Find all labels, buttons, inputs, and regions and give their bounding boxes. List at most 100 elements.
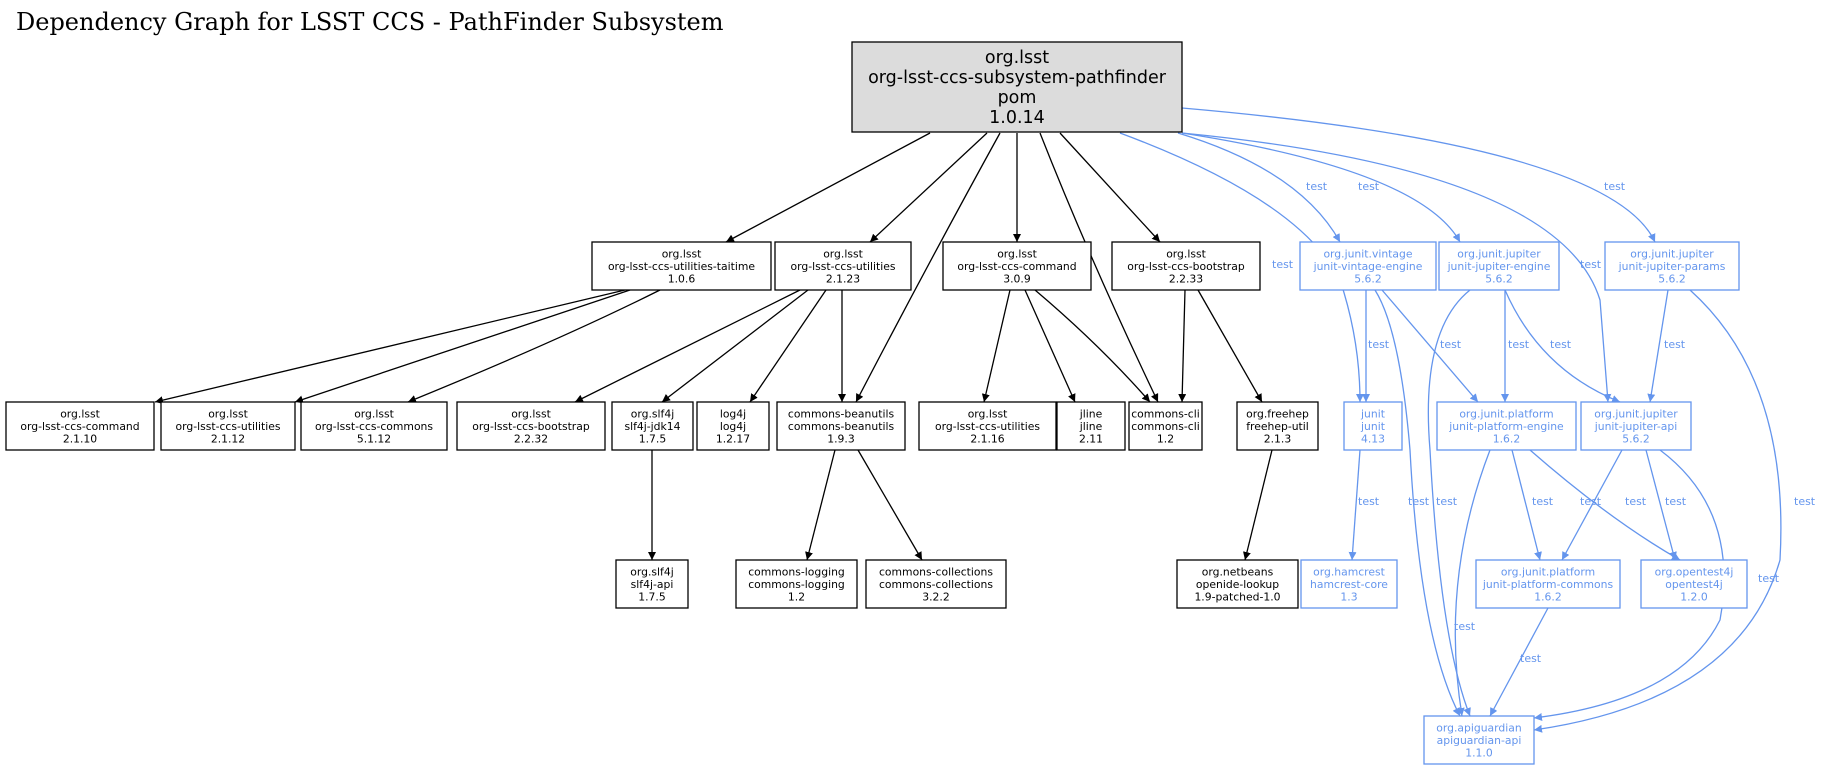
node-platformcommons: org.junit.platformjunit-platform-commons… <box>1475 559 1621 609</box>
edge-vintage-to-platformengine <box>1381 289 1479 403</box>
node-utilities2123-line-0: org.lsst <box>823 247 863 260</box>
node-beanutils-line-0: commons-beanutils <box>788 407 895 420</box>
node-box-collections <box>865 559 1007 609</box>
node-vintage-line-0: org.junit.vintage <box>1323 247 1412 260</box>
node-root-line-1: org-lsst-ccs-subsystem-pathfinder <box>868 68 1167 88</box>
node-freehep-line-1: freehep-util <box>1246 420 1309 433</box>
edge-command309-to-commonscli <box>1034 289 1151 403</box>
edge-jupiterparams-to-jupiterapi <box>1647 289 1669 403</box>
node-openide-line-0: org.netbeans <box>1202 565 1274 578</box>
node-box-platformcommons <box>1475 559 1621 609</box>
node-box-jupiterengine <box>1438 241 1560 291</box>
node-log4j-line-0: log4j <box>720 407 746 420</box>
node-command2110-line-2: 2.1.10 <box>63 432 97 445</box>
node-root-line-3: 1.0.14 <box>989 108 1045 128</box>
node-platformengine-line-0: org.junit.platform <box>1459 407 1553 420</box>
node-utilities2112-line-2: 2.1.12 <box>211 432 245 445</box>
node-jupiterengine-line-0: org.junit.jupiter <box>1457 247 1541 260</box>
edge-bootstrap2233-to-freehep <box>1197 289 1263 403</box>
edge-label-vintage-to-apiguardian: test <box>1408 495 1430 508</box>
edge-taitime-to-commons5112 <box>407 289 661 403</box>
node-box-openide <box>1176 559 1299 609</box>
node-vintage-line-2: 5.6.2 <box>1354 272 1381 285</box>
node-vintage: org.junit.vintagejunit-vintage-engine5.6… <box>1299 241 1437 291</box>
node-freehep-line-0: org.freehep <box>1246 407 1309 420</box>
edge-platformcommons-to-apiguardian <box>1489 607 1549 717</box>
node-box-jupiterapi <box>1580 401 1692 451</box>
node-bootstrap2232-line-1: org-lsst-ccs-bootstrap <box>472 420 590 433</box>
edge-jupiterparams-to-apiguardian <box>1533 289 1782 733</box>
edge-label-jupiterparams-to-jupiterapi: test <box>1664 338 1686 351</box>
node-box-utilities2123 <box>774 241 912 291</box>
node-utilities2112-line-0: org.lsst <box>208 407 248 420</box>
node-command309-line-2: 3.0.9 <box>1003 272 1031 285</box>
node-beanutils-line-2: 1.9.3 <box>827 432 854 445</box>
node-bootstrap2233-line-0: org.lsst <box>1166 247 1206 260</box>
node-box-jline <box>1056 401 1126 451</box>
edge-utilities2123-to-log4j <box>749 289 827 403</box>
node-bootstrap2233-line-1: org-lsst-ccs-bootstrap <box>1127 260 1245 273</box>
node-logging-line-2: 1.2 <box>788 590 805 603</box>
edge-root-to-utilities2123 <box>869 132 988 243</box>
node-openide: org.netbeansopenide-lookup1.9-patched-1.… <box>1176 559 1299 609</box>
edge-label-vintage-to-platformengine: test <box>1440 338 1462 351</box>
node-collections: commons-collectionscommons-collections3.… <box>865 559 1007 609</box>
node-box-slf4japi <box>615 559 689 609</box>
edge-label-vintage-to-junit: test <box>1368 338 1390 351</box>
node-commons5112-line-1: org-lsst-ccs-commons <box>315 420 433 433</box>
node-command2110-line-0: org.lsst <box>60 407 100 420</box>
node-box-command309 <box>942 241 1092 291</box>
node-box-command2110 <box>5 401 155 451</box>
node-box-platformengine <box>1436 401 1577 451</box>
edge-root-to-beanutils <box>855 132 1001 403</box>
node-junit-line-2: 4.13 <box>1361 432 1385 445</box>
node-slf4japi-line-2: 1.7.5 <box>638 590 665 603</box>
edge-label-jupiterapi-to-apiguardian: test <box>1758 572 1780 585</box>
edge-jupiterengine-to-apiguardian <box>1427 289 1471 717</box>
node-logging-line-0: commons-logging <box>748 565 845 578</box>
nodes-layer: org.lsstorg-lsst-ccs-subsystem-pathfinde… <box>5 41 1748 765</box>
node-hamcrest-line-1: hamcrest-core <box>1310 578 1388 591</box>
node-openide-line-2: 1.9-patched-1.0 <box>1194 590 1280 603</box>
edge-bootstrap2233-to-commonscli <box>1178 289 1187 403</box>
edge-label-junit-to-hamcrest: test <box>1358 495 1380 508</box>
node-box-beanutils <box>776 401 906 451</box>
node-log4j-line-1: log4j <box>720 420 746 433</box>
node-junit-line-1: junit <box>1360 420 1385 433</box>
node-box-junit <box>1343 401 1403 451</box>
node-jupiterparams-line-2: 5.6.2 <box>1658 272 1685 285</box>
node-commonscli-line-0: commons-cli <box>1131 407 1199 420</box>
node-platformengine-line-2: 1.6.2 <box>1493 432 1520 445</box>
node-box-taitime <box>591 241 772 291</box>
node-slf4jjdk14-line-0: org.slf4j <box>631 407 674 420</box>
node-box-bootstrap2233 <box>1111 241 1261 291</box>
node-box-hamcrest <box>1300 559 1398 609</box>
node-jupiterapi-line-2: 5.6.2 <box>1622 432 1649 445</box>
node-box-freehep <box>1236 401 1319 451</box>
edge-label-platformengine-to-opentest4j: test <box>1625 495 1647 508</box>
edge-label-root-to-jupiterparams: test <box>1604 180 1626 193</box>
node-root-line-0: org.lsst <box>985 48 1049 68</box>
edge-jupiterapi-to-opentest4j <box>1645 449 1677 561</box>
node-taitime-line-2: 1.0.6 <box>668 272 696 285</box>
edge-root-to-jupiterengine <box>1181 132 1461 243</box>
node-jupiterengine-line-2: 5.6.2 <box>1485 272 1512 285</box>
node-log4j-line-2: 1.2.17 <box>716 432 750 445</box>
graph-title: Dependency Graph for LSST CCS - PathFind… <box>16 8 724 36</box>
node-jupiterparams-line-0: org.junit.jupiter <box>1630 247 1714 260</box>
node-box-log4j <box>696 401 770 451</box>
node-platformcommons-line-0: org.junit.platform <box>1501 565 1595 578</box>
node-platformengine: org.junit.platformjunit-platform-engine1… <box>1436 401 1577 451</box>
edge-jupiterapi-to-platformcommons <box>1561 449 1623 561</box>
node-utilities2116-line-2: 2.1.16 <box>970 432 1004 445</box>
edge-freehep-to-openide <box>1243 449 1273 561</box>
edge-root-to-commonscli <box>1039 132 1159 403</box>
